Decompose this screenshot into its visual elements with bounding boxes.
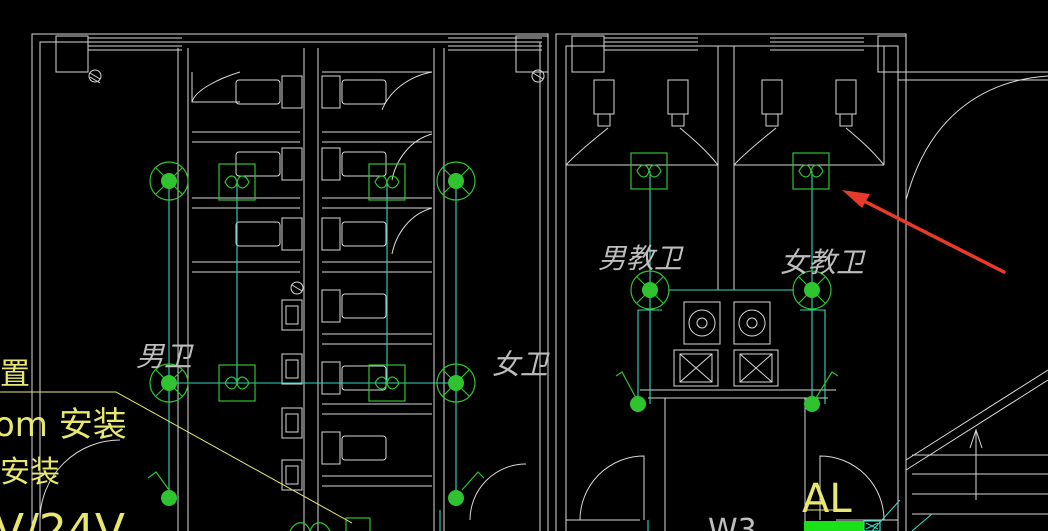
note-line-1: 置 <box>0 357 30 392</box>
light-fixtures <box>147 161 839 506</box>
ceiling-light-icon <box>149 363 189 403</box>
exhaust-fan-icon <box>289 517 371 531</box>
wall-light-icon <box>615 371 646 412</box>
walls <box>31 33 1048 531</box>
note-leaders <box>0 391 842 524</box>
wiring <box>168 171 933 531</box>
room-label-female: 女卫 <box>492 348 550 381</box>
ceiling-light-icon <box>436 161 476 201</box>
panel-label: AL <box>802 476 852 522</box>
exhaust-fan-icon <box>368 364 406 402</box>
ceiling-light-icon <box>630 270 670 310</box>
room-label-male-staff: 男教卫 <box>598 242 684 275</box>
wall-tag: W3 <box>708 513 757 531</box>
exhaust-fan-icon <box>792 152 830 190</box>
staff-restroom-fixtures <box>39 75 1048 521</box>
exhaust-fan-icon <box>368 163 406 201</box>
exhaust-fan-icon <box>218 364 256 402</box>
exhaust-fan-icon <box>218 163 256 201</box>
ceiling-light-icon <box>792 270 832 310</box>
wall-light-icon <box>448 471 485 506</box>
exhaust-fans <box>218 152 830 531</box>
note-line-2: om 安装 <box>0 405 127 445</box>
ceiling-light-icon <box>436 363 476 403</box>
note-line-3: 安装 <box>0 455 60 490</box>
exhaust-fan-icon <box>630 152 668 190</box>
windows <box>55 35 907 73</box>
stairs <box>905 369 1048 515</box>
wall-light-icon <box>147 471 177 506</box>
wall-light-icon <box>804 371 839 412</box>
note-line-4: V/24V <box>0 505 125 531</box>
distribution-panel <box>804 520 881 531</box>
red-arrow-icon <box>842 190 1006 274</box>
female-stalls <box>321 71 433 487</box>
ceiling-light-icon <box>149 161 189 201</box>
room-label-male: 男卫 <box>136 340 194 373</box>
room-label-female-staff: 女教卫 <box>780 246 866 279</box>
male-stalls <box>191 71 303 491</box>
floor-drain-icons <box>88 69 545 295</box>
